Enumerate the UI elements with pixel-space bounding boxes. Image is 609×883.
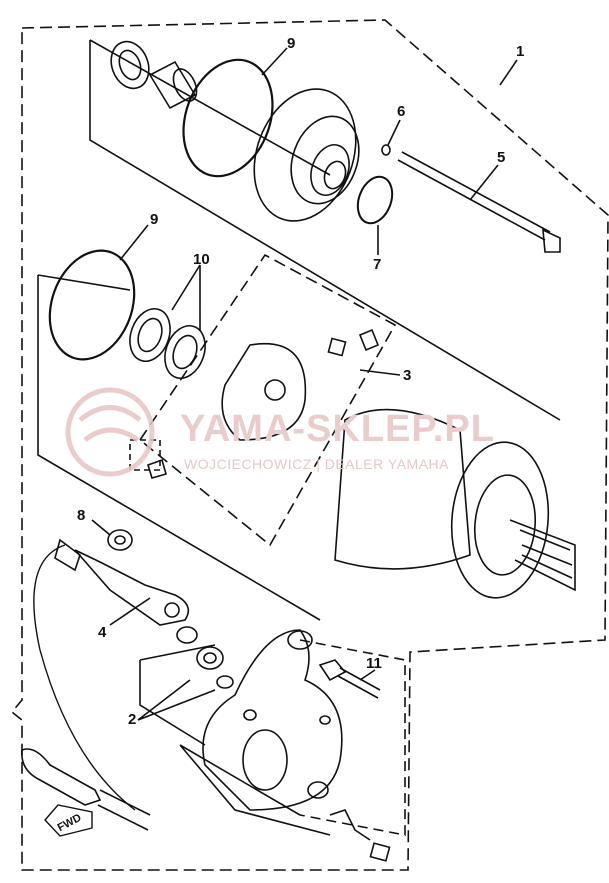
brush-a xyxy=(327,337,347,357)
callout-8: 8 xyxy=(77,507,86,524)
watermark-title: YAMA-SKLEP.PL xyxy=(180,408,495,450)
callout-9-top: 9 xyxy=(287,35,296,52)
middle-frame xyxy=(37,274,321,621)
washer-2b xyxy=(196,646,224,670)
o-ring-7 xyxy=(356,175,394,225)
bottom-brush xyxy=(369,842,391,862)
bolt-11 xyxy=(318,659,347,682)
o-ring-9-top xyxy=(182,58,274,178)
callout-4: 4 xyxy=(98,624,107,641)
brush-holder-boundary xyxy=(138,253,397,547)
washer-2c xyxy=(216,675,234,689)
callout-11: 11 xyxy=(366,655,382,672)
callout-7: 7 xyxy=(373,256,382,273)
rear-cover xyxy=(202,629,343,811)
connector xyxy=(21,748,102,806)
front-cover xyxy=(253,88,357,222)
callout-6: 6 xyxy=(397,103,406,120)
terminal-bolt xyxy=(329,809,371,841)
washer-2a xyxy=(176,626,198,644)
washer-10b xyxy=(164,325,206,379)
watermark-subtitle: WOJCIECHOWICZ | DEALER YAMAHA xyxy=(184,456,449,472)
terminal-lead-4 xyxy=(74,549,190,626)
brush-spring xyxy=(358,328,380,352)
needle-bearing xyxy=(148,60,197,110)
callout-10: 10 xyxy=(193,251,210,268)
lead-wire xyxy=(33,544,136,811)
fwd-arrow xyxy=(44,804,93,837)
nut-8 xyxy=(107,529,133,551)
motor-yoke xyxy=(334,408,471,570)
washer-10a xyxy=(129,308,171,362)
callout-1: 1 xyxy=(516,43,525,60)
callout-3: 3 xyxy=(403,367,412,384)
brush-b xyxy=(147,458,167,479)
upper-frame xyxy=(89,39,561,421)
callout-2: 2 xyxy=(128,711,137,728)
bracket-boundary xyxy=(299,639,406,836)
armature-shaft xyxy=(509,519,576,592)
assembly-boundary xyxy=(10,19,609,871)
callout-9-left: 9 xyxy=(150,211,159,228)
brush-plate xyxy=(221,343,307,441)
o-ring-9-left xyxy=(48,249,136,361)
oil-seal xyxy=(110,40,150,90)
washer-6 xyxy=(381,144,391,156)
callout-5: 5 xyxy=(497,149,506,166)
